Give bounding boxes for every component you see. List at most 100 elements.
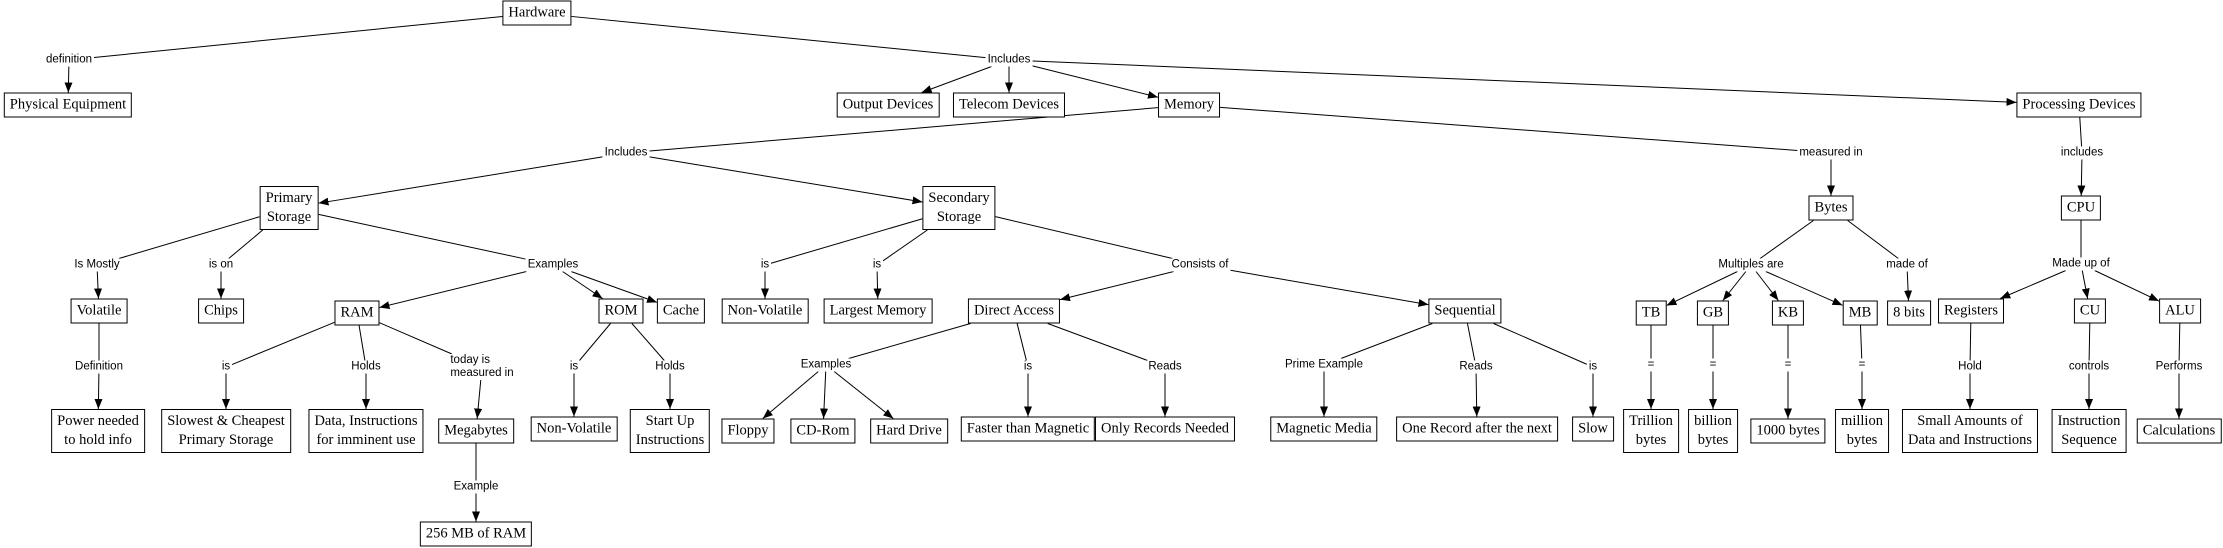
node-datainstr: Data, Instructions for imminent use bbox=[308, 409, 424, 453]
connector-hardware-to-l_incl1 bbox=[571, 15, 986, 59]
arrow-l_madeupof-to-cu bbox=[2081, 270, 2090, 299]
node-volatile: Volatile bbox=[70, 298, 128, 324]
link-label-consists-of: Consists of bbox=[1169, 258, 1231, 272]
node-calc: Calculations bbox=[2136, 418, 2222, 444]
arrow-l_incl2-to-secondary bbox=[649, 156, 923, 205]
node-physical: Physical Equipment bbox=[3, 92, 133, 118]
node-harddrive: Hard Drive bbox=[870, 418, 948, 444]
node-cpu: CPU bbox=[2060, 195, 2102, 221]
node-processing: Processing Devices bbox=[2016, 92, 2142, 118]
arrow-l_multiples-to-gb bbox=[1722, 271, 1747, 301]
arrow-l_definition-to-power bbox=[94, 373, 103, 410]
link-label-holds: Holds bbox=[653, 360, 687, 374]
link-label-is: is bbox=[758, 258, 772, 272]
node-cache: Cache bbox=[656, 298, 706, 324]
node-bytes: Bytes bbox=[1808, 195, 1854, 221]
connector-rom-to-l_rom_holds bbox=[631, 323, 665, 361]
connector-processing-to-l_includes3 bbox=[2079, 117, 2083, 147]
connector-bytes-to-l_multiples bbox=[1759, 220, 1814, 259]
arrow-l_examples2-to-floppy bbox=[762, 371, 819, 419]
node-chips: Chips bbox=[198, 298, 244, 324]
node-ram: RAM bbox=[334, 300, 380, 326]
link-label-measured-in: measured in bbox=[1797, 146, 1865, 160]
link-label-: = bbox=[1707, 358, 1719, 372]
link-label-reads: Reads bbox=[1457, 360, 1495, 374]
node-tb: TB bbox=[1635, 300, 1667, 326]
arrow-l_examples1-to-rom bbox=[562, 271, 603, 299]
link-label-reads: Reads bbox=[1146, 360, 1184, 374]
link-label-prime-example: Prime Example bbox=[1283, 358, 1365, 372]
link-label-multiples-are: Multiples are bbox=[1716, 258, 1786, 272]
node-registers: Registers bbox=[1938, 298, 2004, 324]
link-label-: = bbox=[1856, 358, 1868, 372]
connector-sequential-to-l_seq_is bbox=[1493, 323, 1588, 365]
link-label-definition: definition bbox=[43, 53, 95, 67]
node-largest: Largest Memory bbox=[823, 298, 933, 324]
arrow-l_multiples-to-tb bbox=[1666, 271, 1738, 307]
node-memory: Memory bbox=[1158, 92, 1220, 118]
arrow-l_madeupof-to-alu bbox=[2094, 270, 2160, 302]
node-slowest: Slowest & Cheapest Primary Storage bbox=[161, 409, 291, 453]
node-sequential: Sequential bbox=[1428, 298, 1502, 324]
arrow-l_incl2-to-primary bbox=[318, 156, 603, 206]
link-label-performs: Performs bbox=[2153, 360, 2205, 374]
connector-primary-to-l_mostly bbox=[118, 216, 260, 259]
link-label-today-is-measured-in: today is measured in bbox=[448, 354, 516, 380]
link-label-example: Example bbox=[451, 480, 501, 494]
node-cdrom: CD-Rom bbox=[790, 418, 856, 444]
node-primary: Primary Storage bbox=[259, 186, 319, 230]
node-output: Output Devices bbox=[836, 92, 940, 118]
connector-secondary-to-l_is_lm bbox=[882, 229, 928, 262]
link-label-made-of: made of bbox=[1884, 258, 1930, 272]
connector-primary-to-l_ison bbox=[228, 229, 264, 259]
node-slow: Slow bbox=[1572, 416, 1614, 442]
node-million: million bytes bbox=[1835, 409, 1889, 453]
node-mb: MB bbox=[1842, 300, 1878, 326]
node-trillion: Trillion bytes bbox=[1623, 409, 1679, 453]
link-label-includes: Includes bbox=[602, 146, 650, 160]
arrow-l_mostly-to-volatile bbox=[94, 271, 103, 299]
connector-secondary-to-l_is_nv bbox=[770, 218, 923, 264]
link-label-is: is bbox=[1586, 360, 1600, 374]
connector-ram-to-l_ram_is bbox=[231, 321, 335, 365]
arrow-l_is_lm-to-largest bbox=[873, 271, 882, 299]
link-label-examples: Examples bbox=[525, 258, 581, 272]
connector-primary-to-l_examples1 bbox=[318, 213, 526, 260]
connector-direct-to-l_examples2 bbox=[848, 323, 971, 359]
arrow-l_madeof-to-bits8 bbox=[1904, 271, 1913, 301]
arrow-l_consists-to-sequential bbox=[1230, 269, 1429, 307]
node-nonvol1: Non-Volatile bbox=[530, 416, 618, 442]
link-label-examples: Examples bbox=[798, 358, 854, 372]
node-onerec: One Record after the next bbox=[1396, 416, 1558, 442]
link-label-includes: includes bbox=[2058, 146, 2106, 160]
link-label-: = bbox=[1645, 358, 1657, 372]
node-onlyrec: Only Records Needed bbox=[1094, 416, 1236, 442]
connector-mb-to-l_eq_mb bbox=[1859, 325, 1863, 359]
arrow-l_examples2-to-cdrom bbox=[820, 371, 829, 419]
node-smallamt: Small Amounts of Data and Instructions bbox=[1901, 409, 2039, 453]
link-label-made-up-of: Made up of bbox=[2050, 257, 2112, 271]
arrow-l_incl1-to-output bbox=[921, 66, 992, 93]
connector-bytes-to-l_madeof bbox=[1847, 220, 1899, 259]
connector-memory-to-l_incl2 bbox=[649, 107, 1159, 152]
link-label-is: is bbox=[567, 360, 581, 374]
node-startup: Start Up Instructions bbox=[629, 409, 711, 453]
link-label-holds: Holds bbox=[349, 360, 383, 374]
node-floppy: Floppy bbox=[721, 418, 775, 444]
arrow-l_today-to-megabytes bbox=[474, 379, 483, 419]
link-label-definition: Definition bbox=[73, 360, 125, 374]
arrow-l_incl1-to-memory bbox=[1032, 65, 1159, 99]
link-label-is: is bbox=[219, 360, 233, 374]
node-faster: Faster than Magnetic bbox=[960, 416, 1096, 442]
node-gb: GB bbox=[1696, 300, 1730, 326]
connector-ram-to-l_today bbox=[379, 322, 453, 355]
link-label-includes: Includes bbox=[985, 53, 1033, 67]
arrow-l_multiples-to-kb bbox=[1755, 271, 1779, 301]
link-label-hold: Hold bbox=[1956, 360, 1984, 374]
node-mb256: 256 MB of RAM bbox=[419, 521, 533, 547]
connector-sequential-to-l_prime bbox=[1340, 323, 1433, 359]
node-power: Power needed to hold info bbox=[51, 409, 145, 453]
connector-secondary-to-l_consists bbox=[995, 216, 1173, 259]
